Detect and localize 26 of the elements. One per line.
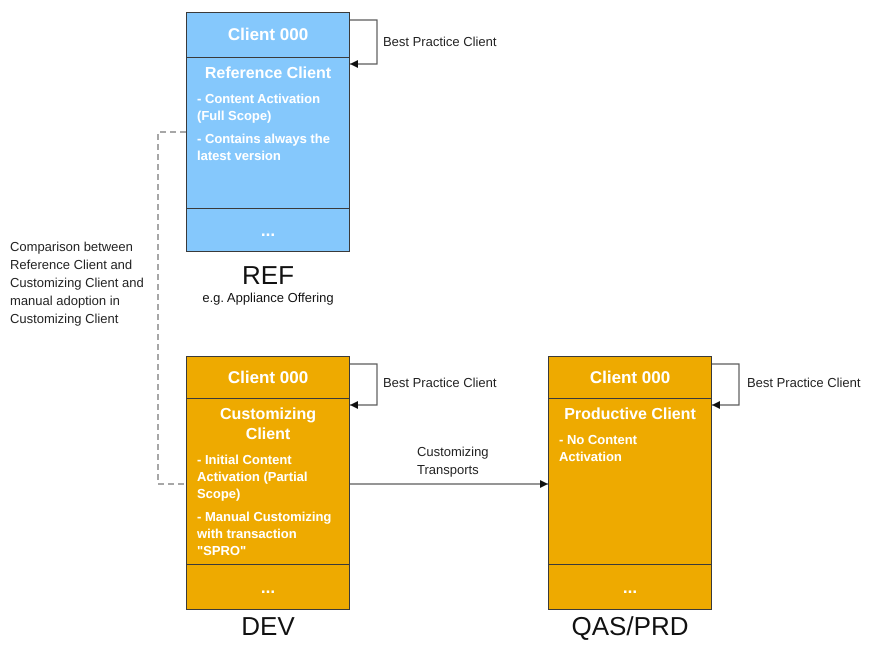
system-name: DEV	[240, 613, 296, 639]
client-label: ...	[260, 578, 276, 598]
system-box	[186, 356, 350, 610]
client-label: Client 000	[228, 25, 308, 45]
bullet-text: - Content Activation (Full Scope)	[197, 90, 322, 124]
client-heading: Customizing Client	[219, 405, 317, 445]
bullet-text: - Manual Customizing with transaction "SPRO"	[197, 508, 332, 559]
client-heading: Productive Client	[564, 405, 696, 425]
bullet-text: - No Content Activation	[559, 431, 638, 465]
client-label: ...	[622, 578, 638, 598]
arrow	[350, 19, 378, 68]
system-caption: e.g. Appliance Offering	[201, 290, 335, 306]
arrow	[350, 363, 378, 409]
system-box	[548, 356, 712, 610]
system-name: REF	[241, 262, 295, 288]
client-label: Client 000	[590, 368, 670, 388]
dashed-connector	[157, 131, 186, 485]
arrow	[350, 480, 548, 488]
system-box	[186, 12, 350, 252]
arrow	[712, 363, 740, 409]
client-label: Client 000	[228, 368, 308, 388]
bullet-text: - Initial Content Activation (Partial Scope)	[197, 451, 309, 502]
client-heading: Reference Client	[204, 64, 332, 84]
bullet-text: - Contains always the latest version	[197, 130, 331, 164]
system-name: QAS/PRD	[570, 613, 690, 639]
client-label: ...	[260, 220, 276, 240]
